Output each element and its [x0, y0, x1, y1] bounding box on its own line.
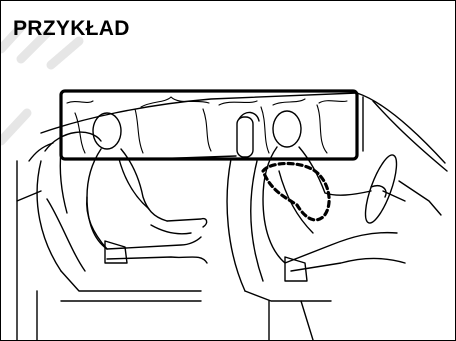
driver-seat [227, 112, 331, 340]
watermark [1, 25, 79, 141]
car-body-lines [17, 93, 447, 340]
rear-seat [37, 132, 201, 340]
steering-wheel [359, 152, 441, 226]
example-label: PRZYKŁAD [13, 17, 130, 41]
seated-passenger [87, 113, 207, 263]
